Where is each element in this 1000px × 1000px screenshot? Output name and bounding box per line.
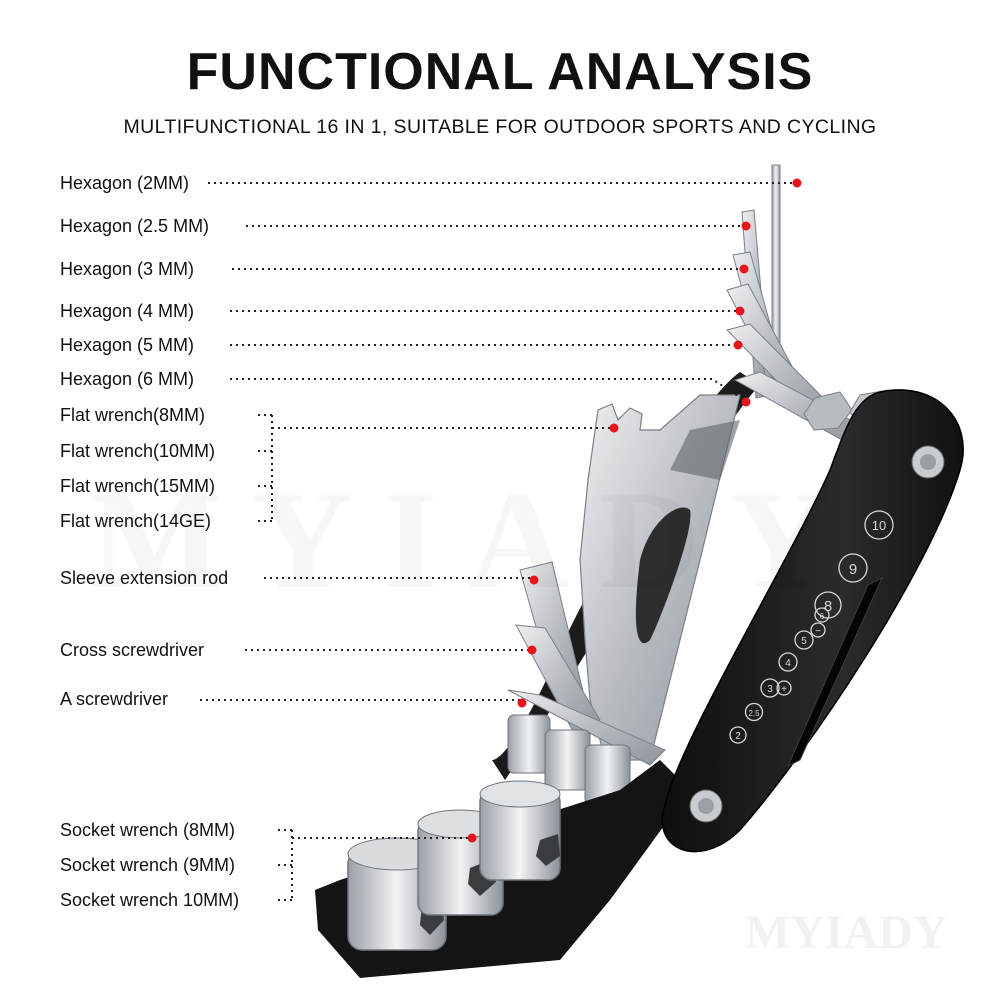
bolt-bottom xyxy=(689,789,723,823)
handle-markings xyxy=(729,510,894,744)
pivot-nut-left xyxy=(803,391,853,431)
marking-6: 6 xyxy=(820,612,825,621)
marker-flat-wrench xyxy=(609,423,619,433)
marking-5: 5 xyxy=(801,636,807,647)
marker-hex-3 xyxy=(739,264,749,274)
label-socket-wrench-10mm: Socket wrench 10MM) xyxy=(60,890,240,910)
marker-hex-4 xyxy=(735,306,745,316)
red-markers xyxy=(467,178,802,843)
page-subtitle: MULTIFUNCTIONAL 16 IN 1, SUITABLE FOR OU… xyxy=(123,116,877,138)
label-hex-6mm: Hexagon (6 MM) xyxy=(60,369,195,389)
label-hex-2-5mm: Hexagon (2.5 MM) xyxy=(60,216,210,236)
marker-hex-2 xyxy=(792,178,802,188)
marking-10: 10 xyxy=(872,518,886,533)
wrench-slot-2 xyxy=(670,420,740,480)
label-hex-2mm: Hexagon (2MM) xyxy=(60,173,190,193)
label-hex-3mm: Hexagon (3 MM) xyxy=(60,259,195,279)
label-sleeve-extension-rod: Sleeve extension rod xyxy=(60,568,229,588)
label-flat-wrench-10mm: Flat wrench(10MM) xyxy=(60,441,216,461)
label-cross-screwdriver: Cross screwdriver xyxy=(60,640,205,660)
marker-sleeve-rod xyxy=(529,575,539,585)
label-socket-wrench-8mm: Socket wrench (8MM) xyxy=(60,820,236,840)
dotted-leaders xyxy=(200,182,796,901)
label-flat-wrench-15mm: Flat wrench(15MM) xyxy=(60,476,216,496)
marking-minus: − xyxy=(815,626,821,637)
marking-2: 2 xyxy=(735,731,741,742)
label-a-screwdriver: A screwdriver xyxy=(60,689,169,709)
marker-a-screwdriver xyxy=(517,698,527,708)
marking-2-5: 2.5 xyxy=(748,709,760,718)
front-handle xyxy=(661,389,964,853)
handle-slot xyxy=(786,576,884,768)
marker-hex-2-5 xyxy=(741,221,751,231)
marker-hex-6 xyxy=(741,397,751,407)
label-socket-wrench-9mm: Socket wrench (9MM) xyxy=(60,855,236,875)
marking-8: 8 xyxy=(824,598,832,615)
marker-socket xyxy=(467,833,477,843)
marking-9: 9 xyxy=(849,561,857,578)
label-hex-5mm: Hexagon (5 MM) xyxy=(60,335,195,355)
marker-hex-5 xyxy=(733,340,743,350)
socket-8mm xyxy=(479,780,561,881)
marker-cross-screwdriver xyxy=(527,645,537,655)
marking-plus: + xyxy=(781,684,787,695)
cross-screwdriver-blade xyxy=(515,624,601,736)
marking-3: 3 xyxy=(767,684,773,695)
marking-4: 4 xyxy=(785,658,791,669)
label-hex-4mm: Hexagon (4 MM) xyxy=(60,301,195,321)
bolt-top xyxy=(911,445,945,479)
label-flat-wrench-8mm: Flat wrench(8MM) xyxy=(60,405,206,425)
flat-wrench-slot xyxy=(635,507,691,644)
label-flat-wrench-14ge: Flat wrench(14GE) xyxy=(60,511,212,531)
page-title: FUNCTIONAL ANALYSIS xyxy=(186,43,814,101)
